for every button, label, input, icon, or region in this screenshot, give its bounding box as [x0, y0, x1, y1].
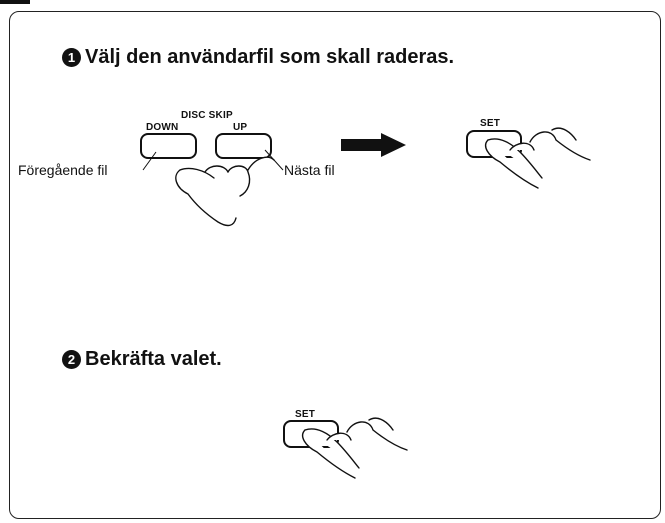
disc-skip-label: DISC SKIP [181, 110, 233, 121]
down-button-label: DOWN [146, 122, 179, 133]
step-2-heading: 2 Bekräfta valet. [62, 348, 222, 371]
next-file-callout: Nästa fil [284, 162, 335, 178]
instruction-panel [9, 11, 661, 519]
step-1-heading: 1 Välj den användarfil som skall raderas… [62, 46, 454, 69]
pressing-hand-icon [175, 156, 275, 227]
step-2-number-badge: 2 [62, 350, 81, 369]
previous-file-leader [142, 151, 157, 171]
previous-file-callout: Föregående fil [18, 162, 108, 178]
step-1-text: Välj den användarfil som skall raderas. [85, 46, 455, 68]
arrow-right-icon [341, 133, 406, 157]
pressing-hand-icon [301, 417, 408, 479]
corner-tab [0, 0, 30, 4]
set-button-label-step2: SET [295, 409, 316, 420]
step-2-text: Bekräfta valet. [85, 348, 222, 370]
set-button-label-step1: SET [480, 118, 501, 129]
up-button-label: UP [233, 122, 248, 133]
down-button[interactable] [140, 133, 197, 159]
pressing-hand-icon [484, 127, 591, 189]
step-1-number-badge: 1 [62, 48, 81, 67]
up-button[interactable] [215, 133, 272, 159]
